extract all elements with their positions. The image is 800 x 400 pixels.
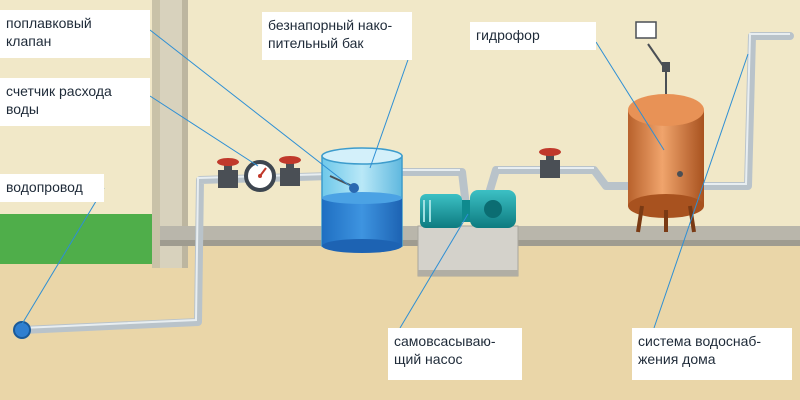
leader-flow-meter bbox=[149, 95, 259, 167]
label-water-main: водопровод bbox=[0, 174, 104, 202]
leader-float-valve bbox=[149, 29, 351, 187]
pump-to-hydrophore-pipe bbox=[486, 166, 636, 194]
valve-icon bbox=[217, 158, 239, 188]
pump-icon bbox=[420, 190, 516, 228]
pressure-switch-icon bbox=[635, 21, 670, 94]
valve-icon bbox=[539, 148, 561, 178]
leader-tank bbox=[369, 53, 411, 169]
label-tank: безнапорный нако- пительный бак bbox=[262, 12, 412, 60]
leader-water-main bbox=[21, 187, 105, 325]
label-hydrophore: гидрофор bbox=[470, 22, 596, 50]
label-float-valve: поплавковый клапан bbox=[0, 10, 150, 58]
house-wall-shadow bbox=[182, 0, 188, 268]
valve-icon bbox=[279, 156, 301, 186]
leader-hydrophore bbox=[595, 41, 665, 151]
flow-meter-icon bbox=[244, 160, 276, 192]
hydrophore-tank bbox=[628, 94, 704, 233]
leader-lines bbox=[21, 29, 749, 329]
label-pump: самовсасываю- щий насос bbox=[388, 328, 522, 380]
water-main-inlet bbox=[13, 321, 31, 339]
leader-house-supply bbox=[653, 53, 749, 329]
label-flow-meter: счетчик расхода воды bbox=[0, 78, 150, 126]
tank-to-pump-pipe bbox=[388, 168, 470, 210]
house-supply-pipe bbox=[696, 32, 794, 190]
leader-pump bbox=[399, 213, 469, 329]
pump-stand bbox=[417, 225, 519, 277]
left-wall-edge bbox=[152, 0, 160, 268]
storage-tank bbox=[321, 147, 403, 253]
label-house-supply: система водоснаб- жения дома bbox=[632, 328, 792, 380]
grass-strip bbox=[0, 214, 160, 264]
